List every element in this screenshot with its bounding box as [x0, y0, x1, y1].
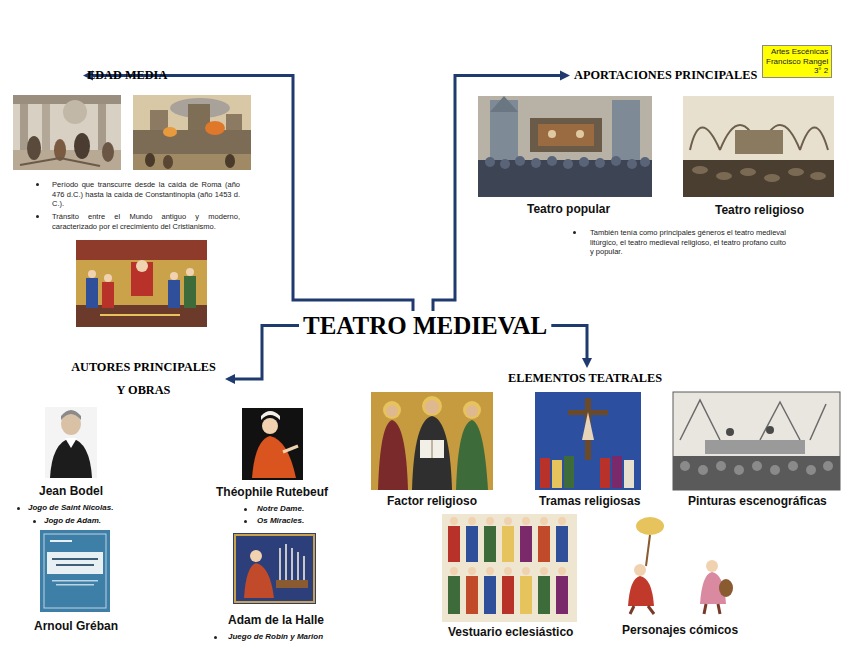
picture-caption: Tramas religiosas [539, 494, 640, 508]
picture-caption: Teatro popular [527, 202, 610, 216]
picture-caption: Vestuario eclesiástico [448, 625, 573, 639]
popular-theatre-picture [478, 96, 652, 197]
node-text: APORTACIONES PRINCIPALES [574, 68, 757, 83]
religious-plots-picture [535, 392, 641, 490]
picture-caption: Factor religioso [387, 494, 477, 508]
fall-of-constantinople-picture [133, 95, 251, 170]
work-title: Os Miracles. [257, 516, 304, 526]
ecclesiastical-costume-picture [442, 514, 577, 622]
bullet-dot [244, 508, 247, 511]
theophile-rutebeuf-portrait [242, 408, 303, 480]
religious-factor-picture [371, 392, 493, 490]
connector-arrow [551, 326, 592, 369]
connector-arrow [433, 71, 570, 312]
author-name: Adam de la Halle [228, 613, 324, 627]
bullet-dot [244, 520, 247, 523]
branch-heading: APORTACIONES PRINCIPALES [574, 68, 757, 83]
connector-line [551, 326, 587, 360]
work-title: Notre Dame. [257, 504, 304, 514]
work-title: Jogo de Adam. [44, 516, 101, 526]
node-text: ELEMENTOS TEATRALES [508, 371, 662, 386]
node-text: Artes Escénicas [766, 47, 828, 57]
arrow-head [560, 71, 570, 81]
node-text: AUTORES PRINCIPALES Y OBRAS [66, 356, 221, 402]
picture-caption: Teatro religioso [715, 203, 804, 217]
work-title: Jogo de Saint Nicolas. [28, 503, 113, 513]
picture-caption: Personajes cómicos [622, 623, 738, 637]
author-tag: Artes EscénicasFrancisco Rangel3° 2 [762, 45, 832, 78]
arnoul-greban-book-cover [40, 530, 110, 612]
stage-paintings-picture [673, 392, 840, 490]
connector-line [433, 76, 561, 312]
comic-characters-picture [604, 514, 742, 615]
bullet-note: Tránsito entre el Mundo antiguo y modern… [52, 212, 240, 231]
node-text: EDAD MEDIA [87, 68, 167, 83]
bullet-note: También tenía como principales géneros e… [590, 228, 790, 257]
work-title: Juego de Robin y Marion [228, 632, 323, 642]
medieval-court-picture [76, 240, 207, 327]
branch-heading: EDAD MEDIA [87, 68, 167, 83]
bullet-dot [573, 231, 576, 234]
adam-de-la-halle-picture [233, 533, 316, 604]
branch-heading: AUTORES PRINCIPALES Y OBRAS [66, 356, 221, 402]
bullet-dot [36, 183, 39, 186]
author-name: Théophile Rutebeuf [216, 485, 328, 499]
connector-line [234, 326, 299, 380]
bullet-dot [33, 520, 36, 523]
node-text: 3° 2 [766, 66, 828, 76]
arrow-head [582, 358, 592, 368]
arrow-head [225, 374, 235, 384]
connector-arrow [225, 326, 299, 385]
fall-of-rome-picture [13, 95, 121, 170]
central-topic: TEATRO MEDIEVAL [303, 311, 547, 340]
bullet-dot [36, 215, 39, 218]
node-text: TEATRO MEDIEVAL [303, 311, 547, 340]
religious-theatre-picture [683, 96, 834, 197]
jean-bodel-portrait [45, 407, 97, 478]
bullet-dot [214, 636, 217, 639]
node-text: Francisco Rangel [766, 57, 828, 67]
bullet-dot [17, 507, 20, 510]
author-name: Jean Bodel [39, 484, 103, 498]
bullet-note: Período que transcurre desde la caída de… [52, 180, 240, 209]
branch-heading: ELEMENTOS TEATRALES [508, 371, 662, 386]
author-name: Arnoul Gréban [34, 619, 118, 633]
picture-caption: Pinturas escenográficas [688, 494, 827, 508]
